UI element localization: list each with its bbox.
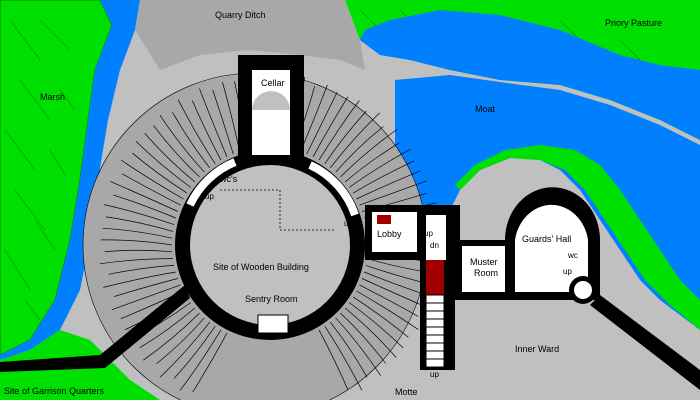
label-priory-pasture: Priory Pasture xyxy=(605,18,662,28)
label-dn: dn xyxy=(430,241,439,250)
sentry-room xyxy=(257,314,289,334)
slope-hachure-line xyxy=(139,307,196,348)
slope-hachure-line xyxy=(312,96,349,158)
label-up-lobby: up xyxy=(344,219,353,228)
slope-hachure-line xyxy=(199,88,228,158)
marsh-hatch xyxy=(4,19,76,321)
label-sentry-room: Sentry Room xyxy=(245,294,298,304)
slope-hachure-line xyxy=(103,271,176,288)
slope-hachure-line xyxy=(318,329,349,390)
slope-hachure-line xyxy=(132,152,188,194)
slope-hachure-line xyxy=(359,284,419,317)
wall-passage-right xyxy=(308,161,359,217)
slope-hachure-line xyxy=(104,249,173,253)
slope-hachure-line xyxy=(335,126,384,173)
label-up-stair: up xyxy=(424,229,433,238)
slope-hachure-line xyxy=(352,160,415,194)
slope-hachure-line xyxy=(179,329,222,391)
slope-hachure-line xyxy=(359,180,428,206)
slope-hachure-line xyxy=(356,290,419,330)
slope-hachure-line xyxy=(324,110,367,164)
slope-hachure-line xyxy=(306,91,338,155)
slope-hachure-line xyxy=(111,284,181,311)
slope-hachure-line xyxy=(356,170,421,200)
slope-hachure-line xyxy=(344,142,400,183)
slope-hachure-line xyxy=(324,326,363,391)
label-wc-hall: wc xyxy=(567,251,578,260)
slope-hachure-line xyxy=(191,100,222,161)
label-up-bottom: up xyxy=(430,370,439,379)
label-quarry-ditch: Quarry Ditch xyxy=(215,10,266,20)
label-wcs: wc's xyxy=(219,174,238,184)
slope-hachure-line xyxy=(172,112,210,169)
slope-hachure-line xyxy=(340,312,386,364)
label-muster-1: Muster xyxy=(470,257,498,267)
stair-steps xyxy=(425,294,445,368)
label-garrison-quarters: Site of Garrison Quarters xyxy=(4,386,105,396)
slope-hachure-line xyxy=(159,321,210,378)
label-cellar: Cellar xyxy=(261,78,285,88)
site-outline xyxy=(220,189,335,231)
slope-hachure-line xyxy=(156,317,205,364)
wall-passage-left xyxy=(186,158,237,207)
label-site-wooden-building: Site of Wooden Building xyxy=(213,262,309,272)
shell-courtyard xyxy=(190,165,350,325)
slope-hachure-line xyxy=(104,204,175,225)
slope-hachure-line xyxy=(352,296,409,338)
label-up-hall: up xyxy=(563,267,572,276)
cellar-room xyxy=(252,70,290,155)
slope-hachure-line xyxy=(192,332,228,393)
right-green-bank xyxy=(455,145,700,330)
slope-hachure-line xyxy=(153,125,200,178)
slope-hachure-line xyxy=(212,89,234,155)
slope-hachure-line xyxy=(135,141,191,188)
slope-hachure-line xyxy=(113,194,176,219)
label-motte: Motte xyxy=(395,387,418,397)
label-lobby: Lobby xyxy=(377,229,402,239)
slope-hachure-line xyxy=(105,216,174,232)
slope-hachure-line xyxy=(113,278,178,297)
slope-hachure-line xyxy=(143,312,200,361)
quarry-ditch xyxy=(135,0,365,70)
slope-hachure-line xyxy=(173,326,216,379)
slope-hachure-line xyxy=(122,173,181,206)
slope-hachure-line xyxy=(335,317,381,376)
slope-hachure-line xyxy=(349,302,404,349)
curtain-wall-right xyxy=(590,295,700,390)
lobby-marker xyxy=(377,215,391,224)
slope-hachure-line xyxy=(177,99,216,164)
label-up-shell: up xyxy=(205,192,214,201)
slope-hachure-line xyxy=(99,258,174,265)
label-marsh: Marsh xyxy=(40,92,65,102)
label-guards-hall: Guards' Hall xyxy=(522,234,571,244)
slope-hachure-line xyxy=(344,307,397,358)
slope-hachure-line xyxy=(318,100,360,161)
slope-hachure-line xyxy=(349,148,411,188)
curtain-wall-left xyxy=(0,285,190,372)
slope-hachure-line xyxy=(330,112,380,169)
slope-hachure-line xyxy=(159,114,205,173)
slope-hachure-line xyxy=(120,159,184,200)
stair-red-section xyxy=(426,260,444,295)
guards-hall-room xyxy=(515,204,588,292)
label-inner-ward: Inner Ward xyxy=(515,344,559,354)
label-moat: Moat xyxy=(475,104,496,114)
moat-lower xyxy=(395,75,700,330)
stair-landing xyxy=(426,215,446,260)
slope-hachure-line xyxy=(108,265,175,275)
label-muster-2: Room xyxy=(474,268,498,278)
slope-hachure-line xyxy=(110,181,179,212)
slope-hachure-line xyxy=(144,133,196,183)
slope-hachure-line xyxy=(102,227,173,239)
moat-water xyxy=(360,10,700,140)
cellar-vault xyxy=(252,91,290,110)
slope-hachure-line xyxy=(340,129,398,178)
hall-turret-stair xyxy=(574,281,592,299)
left-water xyxy=(0,0,140,360)
slope-hachure-line xyxy=(330,321,368,378)
slope-hachure-line xyxy=(100,239,173,246)
